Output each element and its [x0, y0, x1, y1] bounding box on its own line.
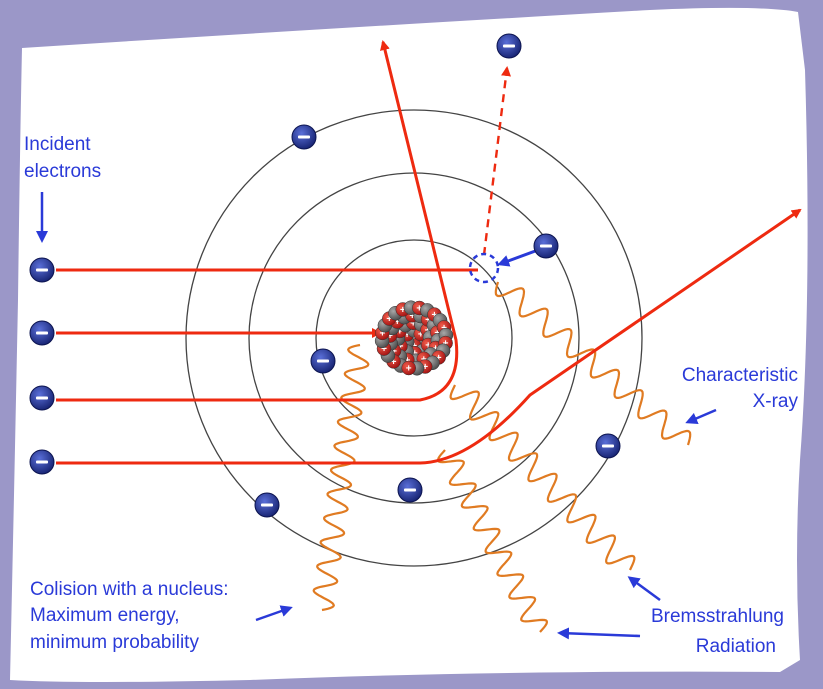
- proton-sign: +: [422, 362, 428, 373]
- brems-arrow-upper: [627, 576, 661, 602]
- incident-path-4-bremsstrahlung: [56, 208, 802, 465]
- electron-minus-sign: [261, 503, 273, 507]
- proton-sign: +: [391, 357, 397, 368]
- electron-minus-sign: [503, 44, 515, 48]
- brems-wave-lower: [436, 449, 549, 633]
- incident-electron-1: [29, 257, 55, 283]
- proton-sign: +: [391, 346, 397, 357]
- characteristic-arrow: [685, 408, 717, 424]
- proton-sign: +: [397, 327, 403, 338]
- brems-arrow-lower: [557, 627, 641, 640]
- orbital-electron-k-left: [310, 348, 336, 374]
- electron-paths: [56, 40, 802, 465]
- k-shell-vacancy: [468, 252, 500, 284]
- proton: [401, 360, 416, 376]
- electron-minus-sign: [36, 460, 48, 464]
- photon-waves: [312, 281, 692, 633]
- incident-electron-2: [29, 320, 55, 346]
- characteristic-label-line1: Characteristic: [682, 365, 798, 386]
- electron-minus-sign: [36, 331, 48, 335]
- proton-sign: +: [394, 317, 400, 328]
- proton-sign: +: [379, 328, 385, 339]
- orbital-electron-l-right: [533, 233, 559, 259]
- proton-sign: +: [406, 364, 412, 375]
- proton-sign: +: [398, 342, 404, 353]
- proton-sign: +: [418, 330, 424, 341]
- incident-path-3-deflected: [56, 40, 459, 402]
- brems-label-line2: Radiation: [696, 636, 776, 657]
- incident-label-line1: Incident: [24, 134, 91, 155]
- nucleus: +++++++++++++++++++++++++++++++: [374, 300, 454, 376]
- electrons: [29, 33, 621, 518]
- incident-label-line2: electrons: [24, 161, 101, 182]
- incident-electron-3: [29, 385, 55, 411]
- proton-sign: +: [425, 315, 431, 326]
- collision-wave: [312, 343, 370, 612]
- electron-minus-sign: [36, 396, 48, 400]
- ejected-electron: [496, 33, 522, 59]
- orbit-k-shell: [315, 239, 513, 437]
- proton-sign: +: [410, 318, 416, 329]
- incident-electron-4: [29, 449, 55, 475]
- proton-sign: +: [400, 305, 406, 316]
- ejected-electron-path: [482, 66, 511, 256]
- collision-arrow: [255, 605, 293, 622]
- collision-label-line1: Colision with a nucleus:: [30, 579, 229, 600]
- proton-sign: +: [416, 304, 422, 315]
- orbital-electron-m-right: [595, 433, 621, 459]
- orbital-electron-m-bottom: [254, 492, 280, 518]
- electron-minus-sign: [404, 488, 416, 492]
- proton-sign: +: [431, 310, 437, 321]
- orbital-electron-m-top: [291, 124, 317, 150]
- electron-minus-sign: [298, 135, 310, 139]
- characteristic-xray-wave: [494, 281, 692, 446]
- collision-label-line3: minimum probability: [30, 632, 199, 653]
- proton-sign: +: [433, 344, 439, 355]
- electron-minus-sign: [317, 359, 329, 363]
- electron-minus-sign: [540, 244, 552, 248]
- proton-sign: +: [404, 330, 410, 341]
- orbit-m-shell: [185, 109, 643, 567]
- orbital-electron-l-bottom: [397, 477, 423, 503]
- proton-sign: +: [386, 314, 392, 325]
- proton-sign: +: [425, 341, 431, 352]
- collision-label-line2: Maximum energy,: [30, 605, 180, 626]
- electron-transition-arrow: [497, 248, 539, 267]
- electron-minus-sign: [36, 268, 48, 272]
- electron-minus-sign: [602, 444, 614, 448]
- label-arrows: [36, 192, 717, 640]
- proton-sign: +: [387, 331, 393, 342]
- brems-label-line1: Bremsstrahlung: [651, 606, 784, 627]
- proton-sign: +: [409, 311, 415, 322]
- characteristic-label-line2: X-ray: [753, 391, 799, 412]
- proton-sign: +: [381, 344, 387, 355]
- brems-wave-upper: [449, 384, 636, 571]
- proton-sign: +: [436, 353, 442, 364]
